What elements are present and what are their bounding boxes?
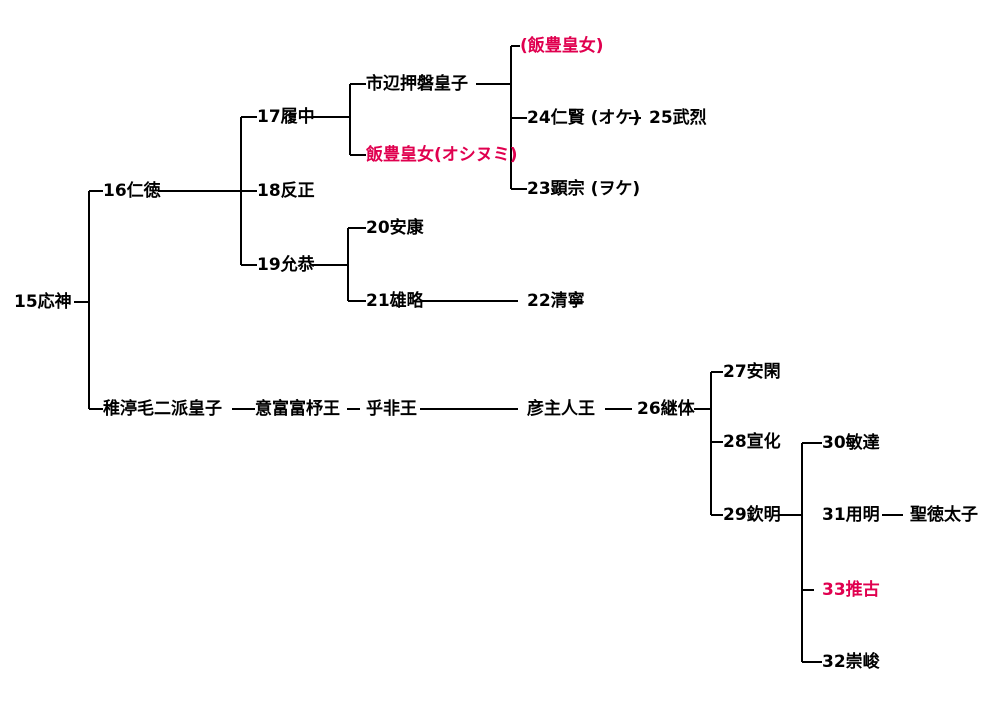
node-wakanuke-prince: 稚渟毛二派皇子: [103, 399, 222, 419]
node-emperor-31: 31用明: [822, 505, 880, 525]
node-emperor-26: 26継体: [637, 399, 695, 419]
node-emperor-18: 18反正: [257, 181, 315, 201]
node-emperor-15: 15応神: [14, 292, 72, 312]
node-iitoyo-princess: 飯豊皇女(オシヌミ): [366, 145, 518, 165]
node-emperor-24: 24仁賢 (オケ): [527, 108, 641, 128]
node-emperor-19: 19允恭: [257, 255, 315, 275]
node-emperor-20: 20安康: [366, 218, 424, 238]
node-emperor-16: 16仁徳: [103, 181, 161, 201]
node-iitoyo-princess-ref: (飯豊皇女): [520, 36, 604, 56]
node-hikoushi-king: 彦主人王: [527, 399, 595, 419]
node-emperor-17: 17履中: [257, 107, 315, 127]
node-emperor-21: 21雄略: [366, 291, 424, 311]
node-emperor-23: 23顕宗 (ヲケ): [527, 179, 641, 199]
node-ichinobe-prince: 市辺押磐皇子: [366, 74, 468, 94]
node-emperor-25: 25武烈: [649, 108, 707, 128]
node-emperor-27: 27安閑: [723, 362, 781, 382]
node-ohohodo-king: 意富富杼王: [255, 399, 340, 419]
node-emperor-30: 30敏達: [822, 433, 880, 453]
node-emperor-33: 33推古: [822, 580, 880, 600]
node-emperor-22: 22清寧: [527, 291, 585, 311]
node-ohi-king: 乎非王: [366, 399, 417, 419]
node-emperor-28: 28宣化: [723, 432, 781, 452]
node-emperor-32: 32崇峻: [822, 652, 880, 672]
node-emperor-29: 29欽明: [723, 505, 781, 525]
node-shotoku-prince: 聖徳太子: [910, 505, 978, 525]
